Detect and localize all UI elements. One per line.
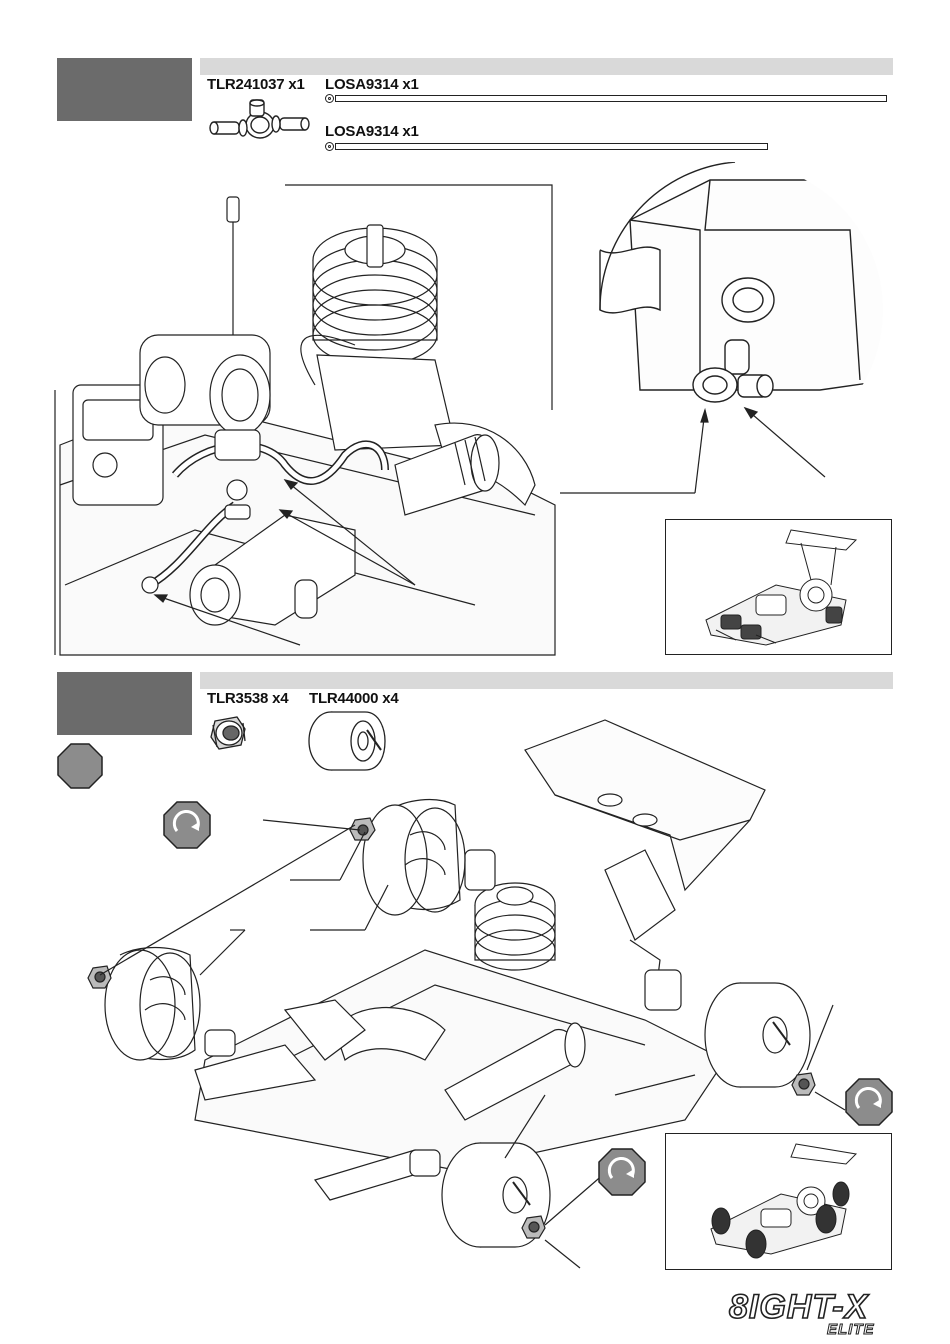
tubing-long-end-icon bbox=[325, 94, 334, 103]
step-1-tab bbox=[57, 58, 192, 121]
tighten-arrow-icon bbox=[845, 1078, 893, 1126]
tee-fitting-icon bbox=[208, 100, 313, 145]
svg-text:ELITE: ELITE bbox=[827, 1321, 875, 1338]
part-label-tubing-long: LOSA9314 x1 bbox=[325, 76, 419, 93]
step-2-overview-inset bbox=[665, 1133, 892, 1270]
engine-fuel-line-illustration bbox=[55, 185, 555, 655]
buggy-overview-thumbnail bbox=[696, 525, 866, 650]
tubing-long-icon bbox=[335, 95, 887, 102]
tubing-short-icon bbox=[335, 143, 768, 150]
tubing-short-end-icon bbox=[325, 142, 334, 151]
tighten-arrow-icon bbox=[163, 801, 211, 849]
tighten-arrow-icon bbox=[598, 1148, 646, 1196]
part-label-tee-fitting: TLR241037 x1 bbox=[207, 76, 305, 93]
step-2-header-bar bbox=[200, 672, 893, 689]
eight-x-elite-logo: 8IGHT-X ELITE bbox=[727, 1288, 897, 1336]
fuel-tank-fitting-detail bbox=[560, 160, 910, 520]
step-1-overview-inset bbox=[665, 519, 892, 655]
part-label-tubing-short: LOSA9314 x1 bbox=[325, 123, 419, 140]
buggy-with-wheels-thumbnail bbox=[701, 1139, 866, 1264]
step-1-header-bar bbox=[200, 58, 893, 75]
